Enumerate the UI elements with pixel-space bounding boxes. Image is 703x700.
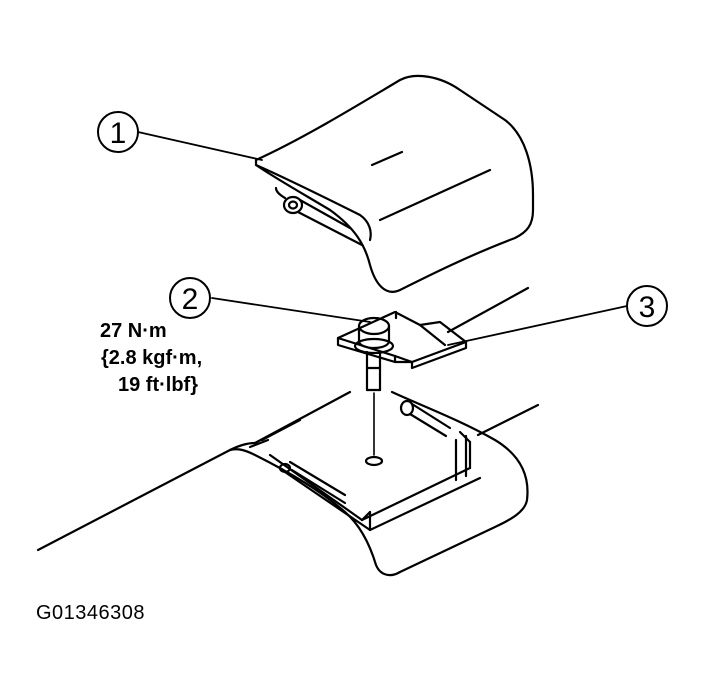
torque-line-kgf: {2.8 kgf·m, [101,347,203,369]
callout-3: 3 [626,285,668,327]
figure-id: G01346308 [36,602,146,624]
callout-3-number: 3 [639,291,656,324]
leader-line-3 [447,305,628,346]
torque-line-ftlbf: 19 ft·lbf} [118,374,198,396]
bolt-part [353,316,395,467]
callout-2: 2 [169,277,211,319]
leader-line-2 [211,297,371,323]
callout-1: 1 [97,111,139,153]
console-body [36,286,540,577]
leader-lines [137,131,628,346]
cover-part [254,74,535,293]
leader-line-1 [137,131,263,161]
bracket-part [336,310,468,370]
callout-2-number: 2 [182,283,199,316]
torque-line-metric: 27 N·m [100,320,167,342]
callout-1-number: 1 [110,117,127,150]
torque-spec: 27 N·m {2.8 kgf·m, 19 ft·lbf} [100,318,202,399]
